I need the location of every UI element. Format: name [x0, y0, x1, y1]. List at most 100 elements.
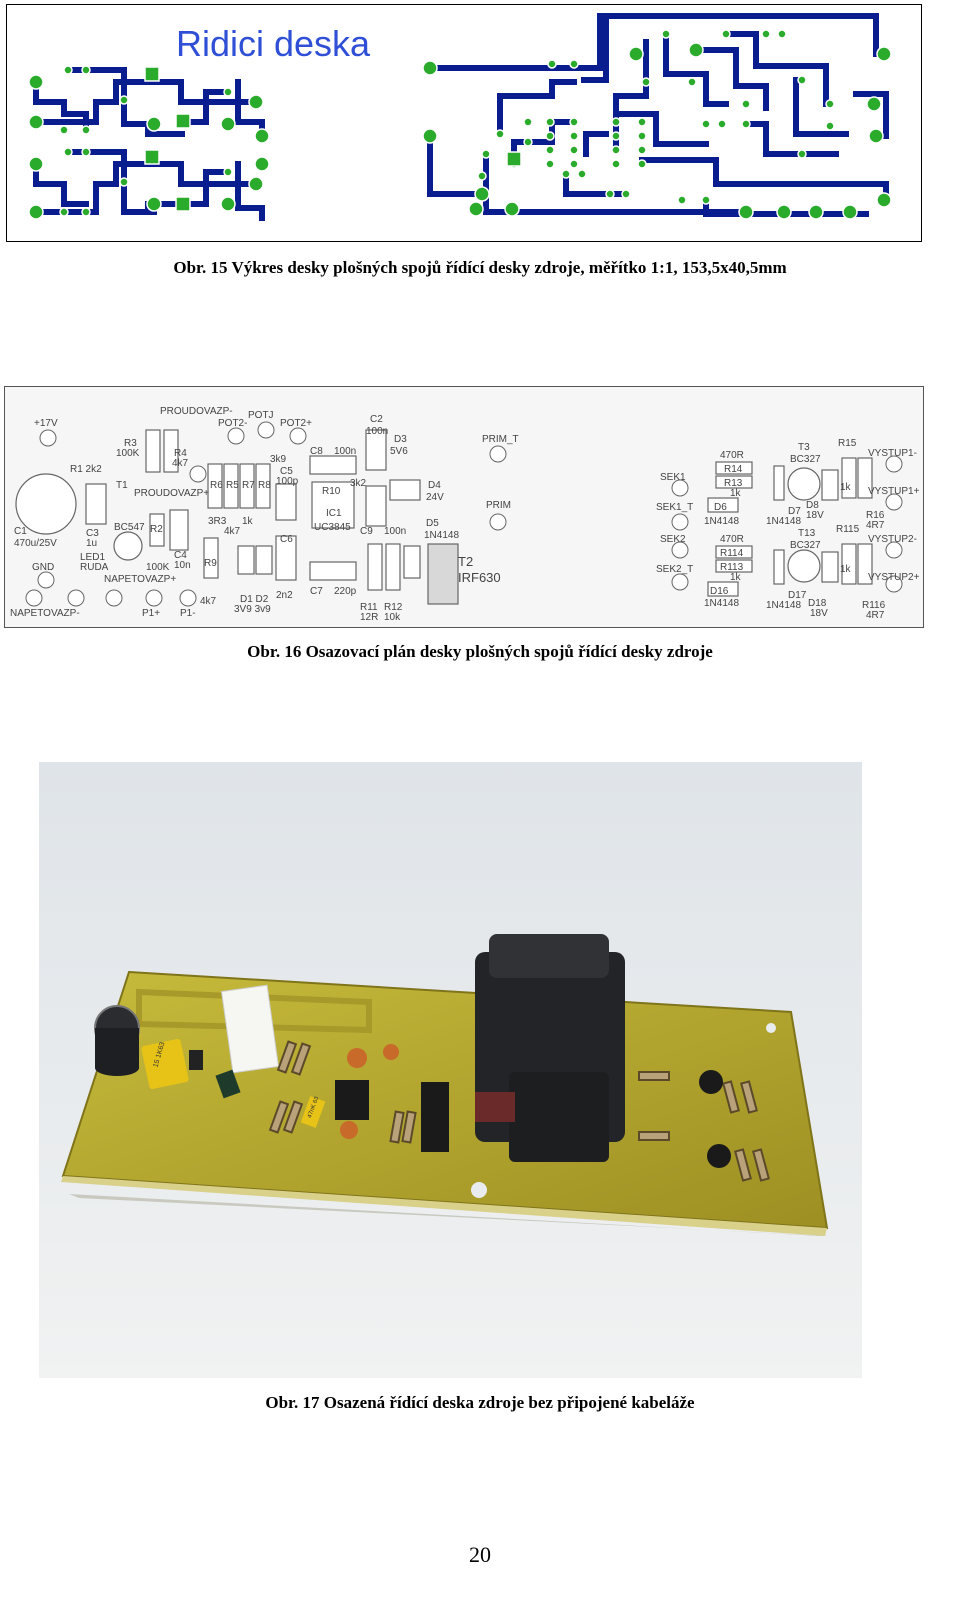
- label-1k-c: 1k: [840, 482, 852, 493]
- label-c7-value: 220p: [334, 586, 357, 597]
- label-c7: C7: [310, 586, 323, 597]
- label-2n2: 2n2: [276, 590, 293, 601]
- label-napetovazp-plus: NAPETOVAZP+: [104, 574, 176, 585]
- label-c9: C9: [360, 526, 373, 537]
- label-r4-value: 4k7: [172, 458, 189, 469]
- label-r11-value: 12R: [360, 612, 378, 623]
- label-r115: R115: [836, 524, 860, 535]
- label-p1-plus: P1+: [142, 608, 160, 619]
- label-c3-value: 1u: [86, 538, 97, 549]
- label-r116: R116: [862, 600, 886, 611]
- label-r9: R9: [204, 558, 217, 569]
- label-100k: 100K: [146, 562, 170, 573]
- label-r10: R10: [322, 486, 341, 497]
- label-d5-value: 1N4148: [424, 530, 459, 541]
- label-napetovazp-minus: NAPETOVAZP-: [10, 608, 80, 619]
- label-potj: POTJ: [248, 410, 274, 421]
- pcb-pads: [28, 29, 892, 220]
- label-c3: C3: [86, 528, 99, 539]
- label-r12-value: 10k: [384, 612, 401, 623]
- label-c5: C5: [280, 466, 293, 477]
- label-r7: R7: [242, 480, 255, 491]
- label-c2: C2: [370, 414, 383, 425]
- placement-labels: +17V PROUDOVAZP- POTJ POT2- POT2+ C2 100…: [10, 406, 920, 623]
- label-d3: D3: [394, 434, 407, 445]
- label-c9-value: 100n: [384, 526, 406, 537]
- label-d7: D7: [788, 506, 801, 517]
- label-r116-value: 4R7: [866, 610, 885, 621]
- label-vystup1-minus: VYSTUP1-: [868, 448, 917, 459]
- label-vystup2-minus: VYSTUP2-: [868, 534, 917, 545]
- placement-plan-figure: +17V PROUDOVAZP- POTJ POT2- POT2+ C2 100…: [4, 386, 924, 628]
- label-r6: R6: [210, 480, 223, 491]
- label-pot2-minus: POT2-: [218, 418, 247, 429]
- page-number: 20: [469, 1542, 491, 1567]
- label-470r-b: 470R: [720, 534, 744, 545]
- label-d16: D16: [710, 586, 729, 597]
- label-sek2-t: SEK2_T: [656, 564, 693, 575]
- label-r14: R14: [724, 464, 743, 475]
- label-c6: C6: [280, 534, 293, 545]
- label-ic1-value: UC3845: [314, 522, 351, 533]
- label-sek1: SEK1: [660, 472, 686, 483]
- label-c5-value: 100p: [276, 476, 299, 487]
- label-d17: D17: [788, 590, 807, 601]
- label-d8-value: 18V: [806, 510, 824, 521]
- label-4k7-c: 4k7: [200, 596, 217, 607]
- label-sek2: SEK2: [660, 534, 686, 545]
- label-r3-value: 100K: [116, 448, 140, 459]
- label-c8-value: 100n: [334, 446, 356, 457]
- label-p1-minus: P1-: [180, 608, 196, 619]
- label-t13-value: BC327: [790, 540, 821, 551]
- label-d4-value: 24V: [426, 492, 444, 503]
- label-c1-value: 470u/25V: [14, 538, 57, 549]
- label-led1: LED1: [80, 552, 105, 563]
- label-1k-e: 1k: [840, 564, 852, 575]
- label-470r-a: 470R: [720, 450, 744, 461]
- pcb-drawing-figure: Ridici deska: [6, 4, 922, 242]
- label-1k-d: 1k: [730, 572, 742, 583]
- label-d6: D6: [714, 502, 727, 513]
- label-ruda: RUDA: [80, 562, 109, 573]
- label-r4: R4: [174, 448, 187, 459]
- label-r5: R5: [226, 480, 239, 491]
- label-pot2-plus: POT2+: [280, 418, 312, 429]
- label-t2-value: IRF630: [458, 570, 501, 585]
- connector-pads: [25, 421, 903, 607]
- label-bc547: BC547: [114, 522, 145, 533]
- label-c4-value: 10n: [174, 560, 191, 571]
- label-1k-a: 1k: [242, 516, 254, 527]
- label-gnd: GND: [32, 562, 54, 573]
- label-4k7-b: 4k7: [224, 526, 241, 537]
- label-d4: D4: [428, 480, 441, 491]
- label-3k2: 3k2: [350, 478, 367, 489]
- label-d8: D8: [806, 500, 819, 511]
- label-d1-d2-value: 3V9 3v9: [234, 604, 271, 615]
- label-r113: R113: [720, 562, 744, 573]
- label-ic1: IC1: [326, 508, 342, 519]
- label-t13: T13: [798, 528, 816, 539]
- label-d18-value: 18V: [810, 608, 828, 619]
- label-c4: C4: [174, 550, 187, 561]
- label-d6-value: 1N4148: [704, 516, 739, 527]
- label-r114: R114: [720, 548, 744, 559]
- label-proudovazp-plus: PROUDOVAZP+: [134, 488, 209, 499]
- label-t1: T1: [116, 480, 128, 491]
- label-r16: R16: [866, 510, 885, 521]
- label-proudovazp-minus: PROUDOVAZP-: [160, 406, 233, 417]
- label-prim-t: PRIM_T: [482, 434, 519, 445]
- label-t3-value: BC327: [790, 454, 821, 465]
- label-sek1-t: SEK1_T: [656, 502, 693, 513]
- label-prim: PRIM: [486, 500, 511, 511]
- label-1k-b: 1k: [730, 488, 742, 499]
- label-3k9: 3k9: [270, 454, 287, 465]
- label-c2-value: 100n: [366, 426, 388, 437]
- figure-16-caption: Obr. 16 Osazovací plán desky plošných sp…: [247, 642, 713, 661]
- label-vystup2-plus: VYSTUP2+: [868, 572, 920, 583]
- label-t3: T3: [798, 442, 810, 453]
- label-r1: R1 2k2: [70, 464, 102, 475]
- label-3r3: 3R3: [208, 516, 227, 527]
- label-d17-value: 1N4148: [766, 600, 801, 611]
- figure-15-caption: Obr. 15 Výkres desky plošných spojů řídí…: [173, 258, 787, 277]
- label-r8: R8: [258, 480, 271, 491]
